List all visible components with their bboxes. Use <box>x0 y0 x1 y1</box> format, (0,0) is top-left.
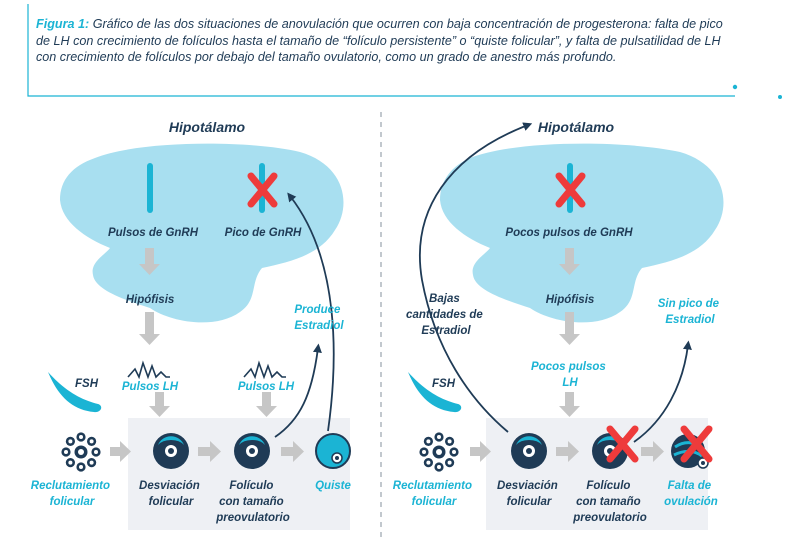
left-panel: Hipotálamo Pulsos de GnRH Pico de GnRH H… <box>31 119 351 530</box>
caption-dot <box>778 95 782 99</box>
left-produces-estradiol-label: Produce Estradiol <box>294 304 344 332</box>
right-hypothalamus-cloud <box>440 143 724 323</box>
right-preovulatory-follicle-icon <box>592 433 628 469</box>
caption-frame <box>0 0 800 110</box>
left-cyst-label: Quiste <box>315 480 351 492</box>
figure-caption-text: Gráfico de las dos situaciones de anovul… <box>36 17 723 64</box>
right-low-estradiol-label: Bajas cantidades de Estradiol <box>406 293 486 337</box>
left-hypothalamus-label: Hipotálamo <box>169 119 246 135</box>
left-gnrh-peak-label: Pico de GnRH <box>225 227 302 239</box>
right-panel: Hipotálamo Pocos pulsos de GnRH Hipófisi… <box>393 119 724 530</box>
right-deviation-follicle-icon <box>511 433 547 469</box>
left-pituitary-label: Hipófisis <box>126 294 175 306</box>
caption-border <box>27 4 782 99</box>
right-no-ovulation-label: Falta de ovulación <box>664 480 718 508</box>
caption-dot <box>732 84 738 90</box>
right-recruitment-label: Reclutamiento folicular <box>393 480 475 508</box>
left-gnrh-pulse-bar <box>147 163 153 213</box>
right-gnrh-cross-icon <box>555 172 586 208</box>
left-gray-arrows <box>110 248 304 462</box>
left-deviation-follicle-icon <box>153 433 189 469</box>
right-few-gnrh-pulses-label: Pocos pulsos de GnRH <box>505 227 633 239</box>
right-preovulatory-label: Folículo con tamaño preovulatorio <box>572 480 646 524</box>
figure-label: Figura 1: <box>36 17 90 31</box>
right-no-estradiol-peak-label: Sin pico de Estradiol <box>658 298 723 326</box>
left-deviation-label: Desviación folicular <box>139 480 203 508</box>
left-feedback-arrow <box>287 192 335 432</box>
right-deviation-label: Desviación folicular <box>497 480 561 508</box>
right-fsh-label: FSH <box>432 378 456 390</box>
left-lh-pulse-wave-b-icon <box>243 360 286 380</box>
left-fsh-label: FSH <box>75 378 99 390</box>
right-preovulatory-cross-icon <box>606 425 639 463</box>
left-preovulatory-label: Folículo con tamaño preovulatorio <box>215 480 289 524</box>
left-lh-pulse-wave-a-icon <box>127 360 170 380</box>
left-fsh-swoosh-icon <box>48 372 102 413</box>
left-hypothalamus-cloud <box>60 143 344 323</box>
right-low-estradiol-arrow <box>419 122 533 433</box>
left-preovulatory-follicle-icon <box>234 433 270 469</box>
left-lh-pulses-label-b: Pulsos LH <box>238 381 295 393</box>
right-pituitary-label: Hipófisis <box>546 294 595 306</box>
right-no-peak-arrow <box>633 340 692 443</box>
left-lh-pulses-label-a: Pulsos LH <box>122 381 179 393</box>
left-estradiol-arrow <box>274 343 322 438</box>
left-gnrh-peak-cross-icon <box>247 172 278 208</box>
right-hypothalamus-label: Hipotálamo <box>538 119 615 135</box>
right-gray-arrows <box>470 248 664 462</box>
right-few-lh-pulses-label: Pocos pulsos LH <box>531 361 609 389</box>
figure-caption: Figura 1: Gráfico de las dos situaciones… <box>36 16 736 66</box>
left-gnrh-pulses-label: Pulsos de GnRH <box>108 227 199 239</box>
left-recruitment-label: Reclutamiento folicular <box>31 480 113 508</box>
right-ovulation-cross-icon <box>680 425 713 463</box>
right-fsh-swoosh-icon <box>408 372 462 413</box>
left-recruitment-follicle-icon <box>59 430 103 474</box>
left-cyst-icon <box>315 433 351 469</box>
right-recruitment-follicle-icon <box>417 430 461 474</box>
